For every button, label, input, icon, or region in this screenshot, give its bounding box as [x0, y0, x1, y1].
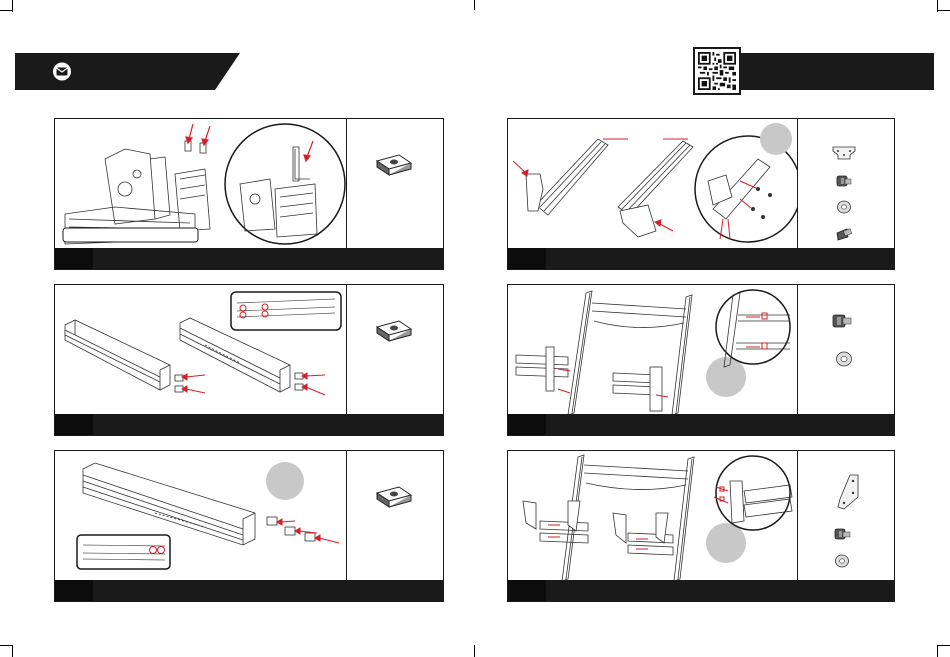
crop-mark	[474, 645, 475, 657]
right-header-band	[739, 53, 934, 90]
hex-bolt-icon	[837, 176, 851, 186]
step-number-badge	[55, 580, 93, 601]
bracket-plate-icon	[833, 147, 855, 159]
step-6-footer	[508, 580, 894, 601]
hex-bolt-icon	[835, 529, 850, 539]
step-4-parts-box	[797, 119, 894, 248]
step-2-footer	[55, 414, 443, 435]
crop-mark	[938, 645, 950, 646]
step-number-badge	[508, 248, 546, 269]
t-nut-icon	[377, 155, 411, 175]
step-3-illustration	[55, 451, 347, 581]
step-1-parts-box	[346, 119, 443, 248]
step-5-illustration	[508, 285, 800, 415]
t-nut-icon	[377, 487, 411, 507]
step-2-illustration	[55, 285, 347, 415]
step-5-panel	[507, 284, 895, 436]
step-number-badge	[55, 414, 93, 435]
step-3-footer	[55, 580, 443, 601]
step-number-badge	[508, 580, 546, 601]
step-6-illustration	[508, 451, 800, 581]
step-2-panel	[54, 284, 444, 436]
step-1-footer	[55, 248, 443, 269]
step-3-panel	[54, 450, 444, 602]
crop-mark	[937, 645, 938, 657]
t-nut-icon	[377, 321, 411, 341]
step-4-footer	[508, 248, 894, 269]
crop-mark	[474, 0, 475, 10]
qr-code-icon	[693, 47, 741, 95]
step-5-parts-box	[797, 285, 894, 414]
step-2-parts-box	[346, 285, 443, 414]
step-3-parts-box	[346, 451, 443, 580]
countersunk-bolt-icon	[837, 229, 852, 240]
step-6-parts-box	[797, 451, 894, 580]
curved-bracket-icon	[838, 475, 858, 509]
step-1-panel	[54, 118, 444, 270]
hex-bolt-icon	[833, 315, 851, 327]
step-4-panel	[507, 118, 895, 270]
step-5-footer	[508, 414, 894, 435]
step-4-illustration	[508, 119, 800, 249]
left-header-band	[15, 53, 240, 90]
crop-mark	[12, 0, 13, 12]
crop-mark	[12, 645, 13, 657]
step-1-illustration	[55, 119, 347, 249]
washer-icon	[836, 555, 849, 567]
crop-mark	[0, 10, 12, 11]
step-6-panel	[507, 450, 895, 602]
washer-icon	[837, 352, 852, 366]
step-number-badge	[55, 248, 93, 269]
crop-mark	[0, 645, 12, 646]
crop-mark	[938, 10, 950, 11]
step-number-badge	[508, 414, 546, 435]
washer-icon	[838, 201, 851, 213]
